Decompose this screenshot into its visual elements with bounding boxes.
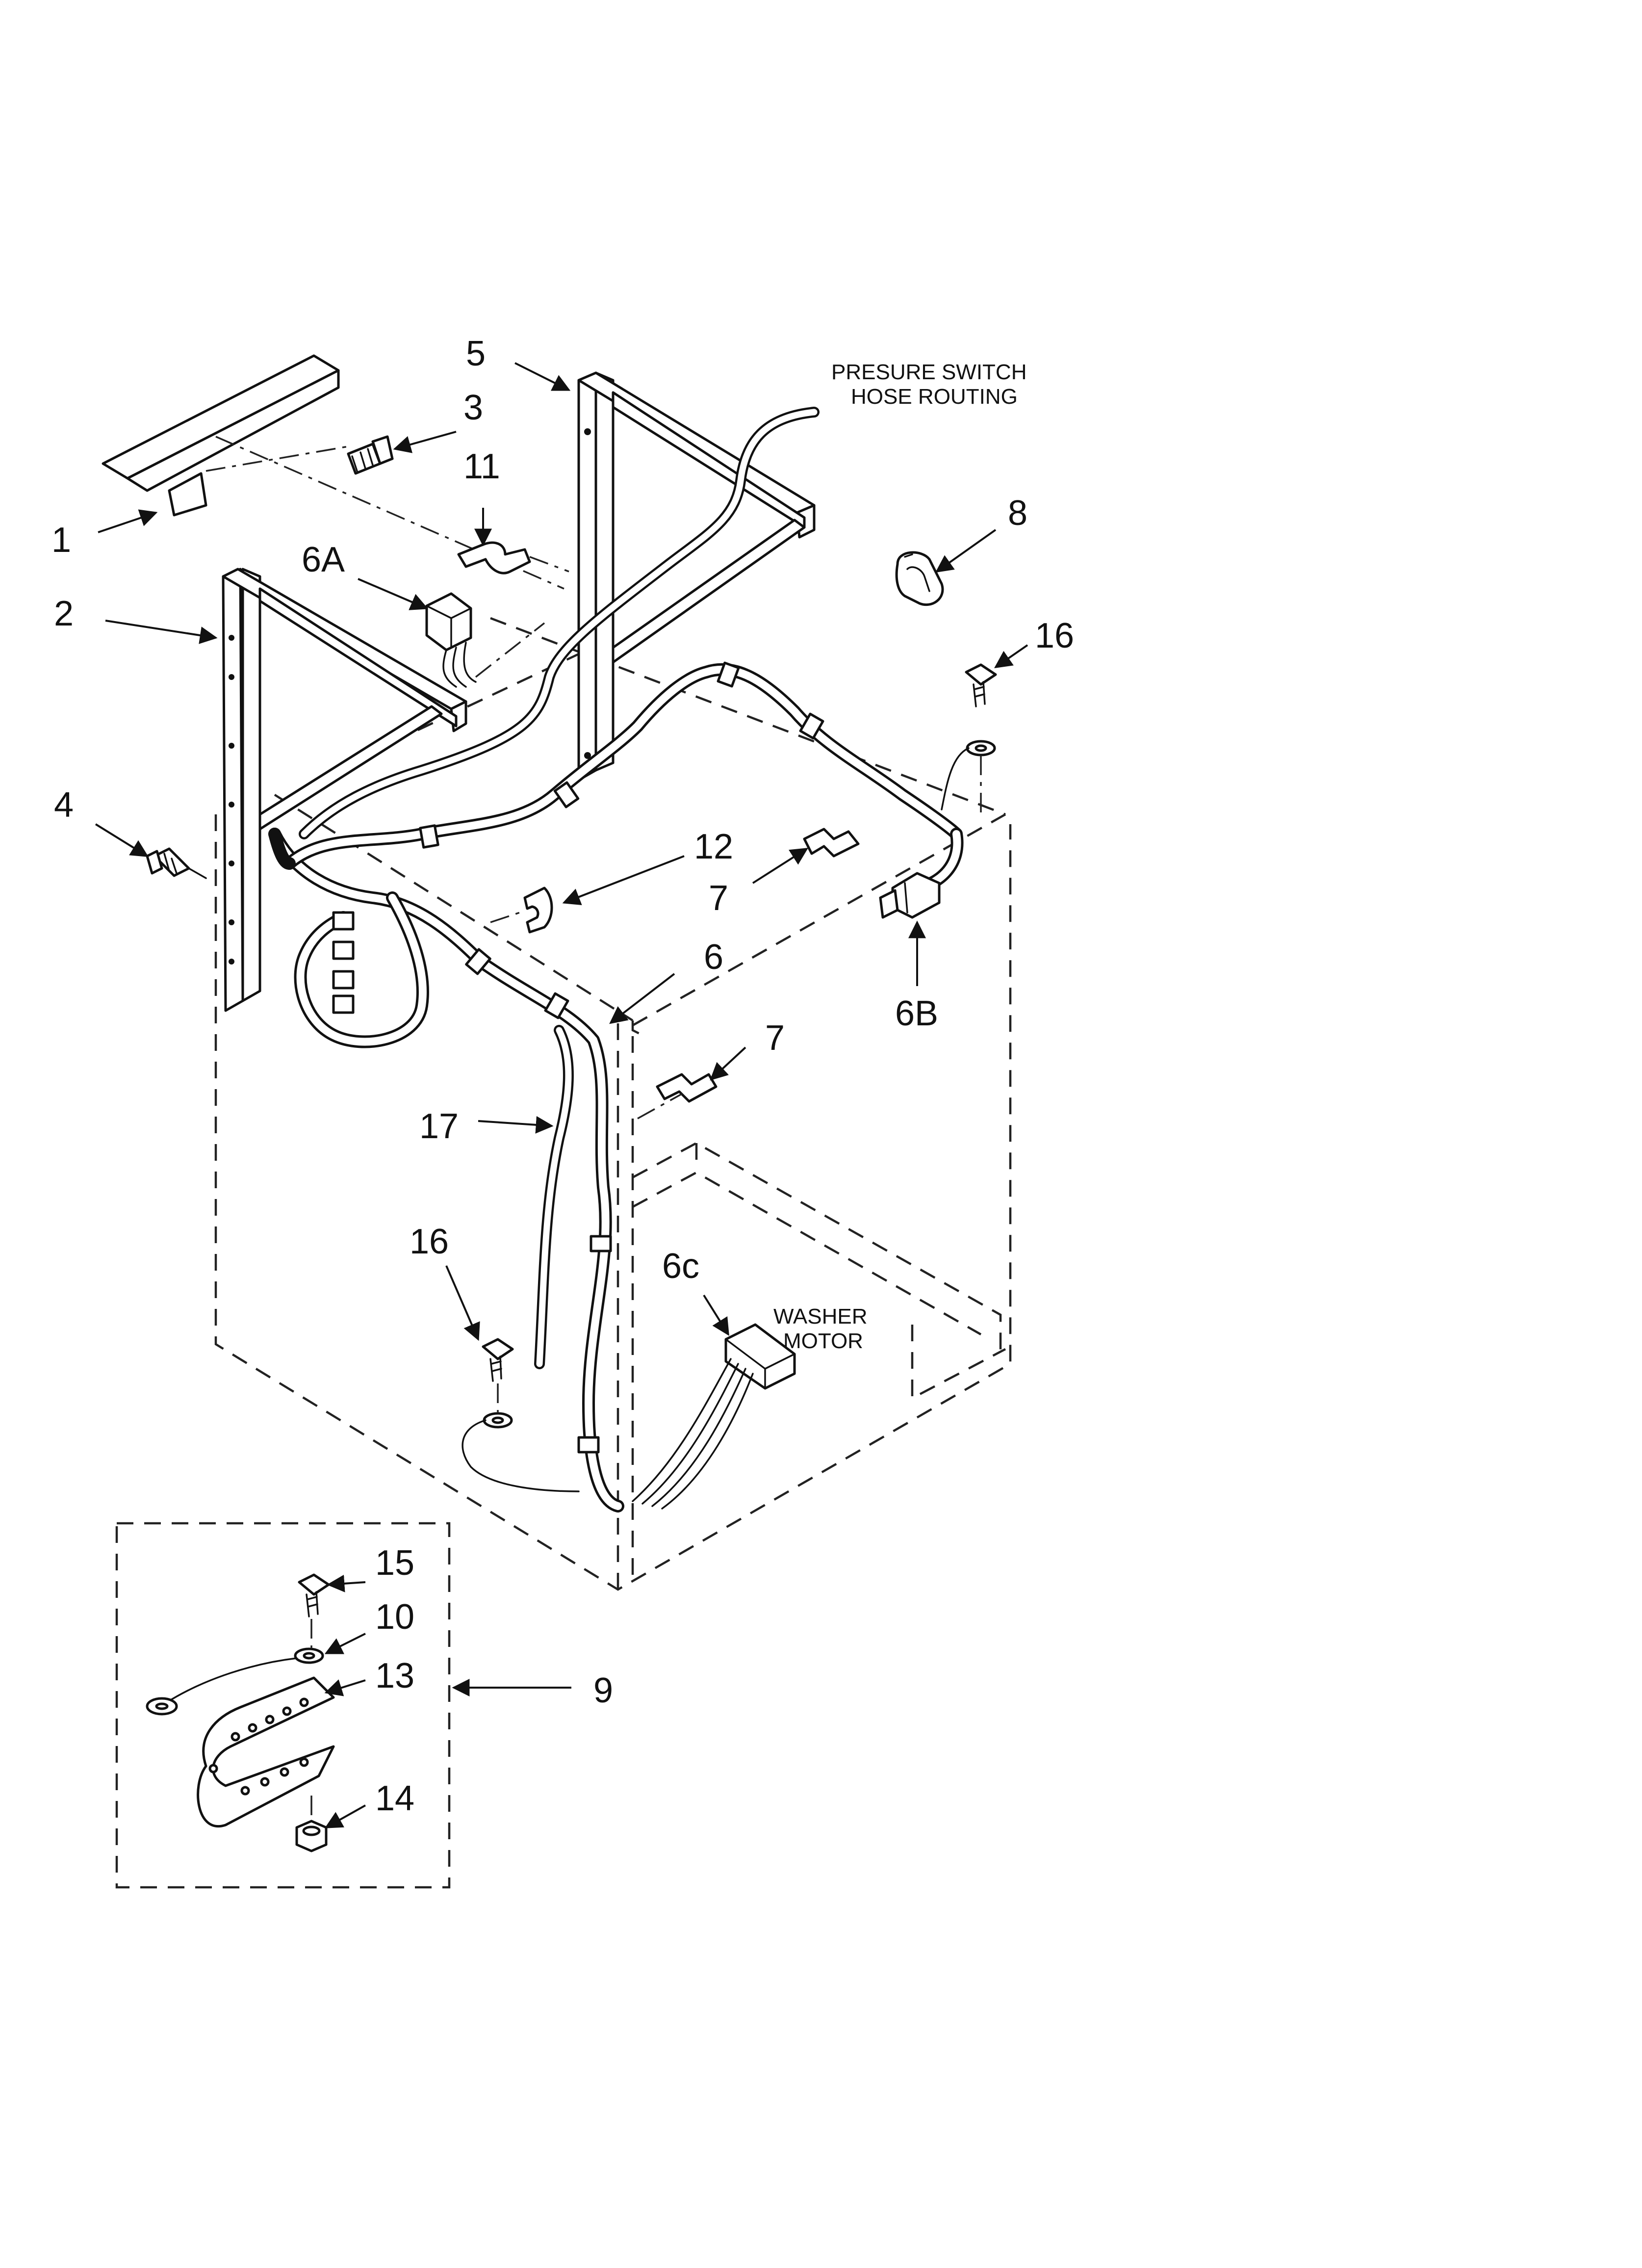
clip-part-12 xyxy=(490,886,553,934)
side-frame-part-5 xyxy=(577,371,816,782)
cabinet-outline xyxy=(214,617,1012,1591)
ground-screw-part-16-upper xyxy=(941,663,997,814)
wire-harness-part-6 xyxy=(268,661,964,1512)
diagram-notes: PRESURE SWITCH HOSE ROUTING WASHER MOTOR xyxy=(773,360,1026,1353)
callout-10: 10 xyxy=(375,1597,414,1637)
callout-5: 5 xyxy=(466,334,486,373)
screw-part-3 xyxy=(347,435,394,475)
connector-part-6b xyxy=(879,872,941,919)
callout-9: 9 xyxy=(593,1671,613,1710)
callout-7-lower: 7 xyxy=(765,1018,785,1058)
callout-numbers: 1 2 3 4 5 6 6A 6B 6c 7 7 8 9 10 11 12 13… xyxy=(51,334,1074,1818)
clamp-part-8 xyxy=(895,551,944,606)
clip-part-7-upper xyxy=(803,828,860,858)
ground-screw-part-16-lower xyxy=(462,1338,580,1492)
callout-2: 2 xyxy=(54,594,74,633)
hose-part-17 xyxy=(534,1025,574,1369)
callout-11: 11 xyxy=(463,447,500,486)
callout-6a: 6A xyxy=(302,540,345,579)
screw-part-4 xyxy=(146,847,207,879)
note-washer-motor-line2: MOTOR xyxy=(783,1329,863,1353)
callout-6: 6 xyxy=(704,938,723,977)
callout-6c: 6c xyxy=(662,1247,699,1286)
callout-3: 3 xyxy=(463,388,483,427)
clip-part-7-lower xyxy=(637,1073,718,1120)
connector-part-6c xyxy=(632,1323,796,1510)
callout-15: 15 xyxy=(375,1543,414,1583)
callout-16-upper: 16 xyxy=(1035,616,1074,655)
callout-8: 8 xyxy=(1008,494,1027,533)
callout-16-lower: 16 xyxy=(410,1222,449,1261)
note-washer-motor-line1: WASHER xyxy=(773,1304,868,1329)
note-pressure-switch-line2: HOSE ROUTING xyxy=(851,385,1018,409)
callout-1: 1 xyxy=(51,521,71,560)
callout-13: 13 xyxy=(375,1656,414,1695)
callout-leaders xyxy=(95,362,1028,1828)
connector-part-6a xyxy=(425,592,545,688)
note-pressure-switch-line1: PRESURE SWITCH xyxy=(831,360,1026,384)
side-frame-part-2 xyxy=(222,568,467,1012)
callout-14: 14 xyxy=(375,1779,414,1818)
callout-12: 12 xyxy=(694,827,733,866)
clip-part-11 xyxy=(457,541,569,574)
pressure-switch-hose xyxy=(299,407,820,839)
callout-7-upper: 7 xyxy=(709,879,728,918)
harness-connectors-left xyxy=(332,911,355,1014)
callout-17: 17 xyxy=(419,1107,459,1146)
callout-6b: 6B xyxy=(895,994,938,1033)
callout-4: 4 xyxy=(54,785,74,825)
